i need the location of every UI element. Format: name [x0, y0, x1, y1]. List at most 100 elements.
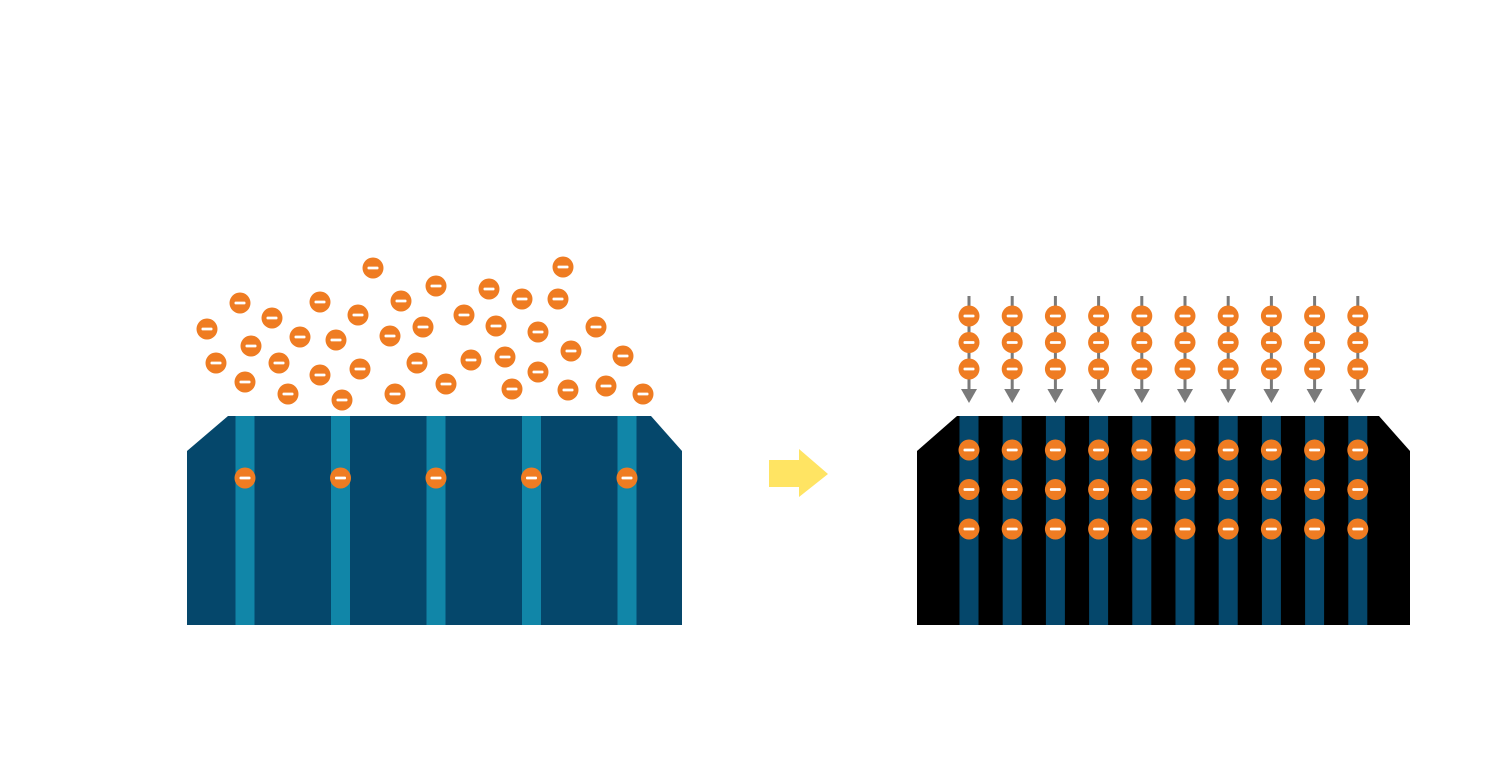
- incoming-ion-icon: [1088, 305, 1110, 327]
- channel-ion-icon: [1304, 479, 1326, 500]
- free-ion-icon: [585, 316, 607, 338]
- free-ion-icon: [309, 291, 331, 313]
- incoming-ion-icon: [1174, 332, 1196, 353]
- channel-ion-icon: [521, 467, 542, 489]
- channel-ion-icon: [1088, 518, 1110, 540]
- free-ion-icon: [412, 316, 434, 338]
- ion-flow: [1347, 296, 1369, 403]
- free-ion-icon: [557, 379, 579, 401]
- free-ion-icon: [205, 352, 227, 374]
- incoming-ion-icon: [1131, 358, 1153, 380]
- free-ion-icon: [347, 304, 369, 326]
- free-ion-icon: [453, 304, 475, 326]
- channel-ion-icon: [1347, 439, 1369, 461]
- ion-flow: [1174, 296, 1196, 403]
- channel-ion-icon: [1217, 518, 1239, 540]
- incoming-ion-icon: [1131, 332, 1153, 353]
- ion-flow: [1304, 296, 1326, 403]
- incoming-ion-icon: [1001, 305, 1023, 327]
- transition: [769, 449, 828, 497]
- incoming-ion-icon: [1217, 305, 1239, 327]
- left-channel: [425, 416, 447, 625]
- free-ion-icon: [384, 383, 406, 405]
- incoming-ion-flows: [958, 296, 1369, 403]
- channel-ion-icon: [1131, 518, 1153, 540]
- channel-ion-icon: [958, 518, 980, 540]
- free-ion-icon: [196, 318, 218, 340]
- incoming-ion-icon: [958, 305, 980, 327]
- incoming-ion-icon: [1304, 332, 1326, 353]
- incoming-ion-icon: [1001, 358, 1023, 380]
- incoming-ion-icon: [1044, 332, 1066, 353]
- free-ion-icon: [390, 290, 412, 312]
- right-channel: [1044, 416, 1066, 625]
- free-ion-icon: [560, 340, 582, 362]
- incoming-ion-icon: [958, 358, 980, 380]
- channel-ion-icon: [1044, 439, 1066, 461]
- channel-ion-icon: [1131, 439, 1153, 461]
- free-ion-icon: [349, 358, 371, 380]
- incoming-ion-icon: [1260, 358, 1282, 380]
- channel-ion-icon: [1260, 479, 1282, 500]
- incoming-ion-icon: [1044, 358, 1066, 380]
- free-ion-icon: [234, 371, 256, 393]
- channel-ion-icon: [1088, 439, 1110, 461]
- free-ion-icon: [240, 335, 262, 357]
- channel-ion-icon: [1174, 479, 1196, 500]
- free-ion-icon: [425, 275, 447, 297]
- free-ion-icon: [362, 257, 384, 279]
- channel-ion-icon: [1174, 439, 1196, 461]
- right-channel: [1217, 416, 1239, 625]
- free-ion-icon: [595, 375, 617, 397]
- incoming-ion-icon: [1304, 358, 1326, 380]
- ion-flow: [1088, 296, 1110, 403]
- free-ion-icon: [552, 256, 574, 278]
- free-ion-icon: [261, 307, 283, 329]
- incoming-ion-icon: [1260, 305, 1282, 327]
- incoming-ion-icon: [1347, 332, 1369, 353]
- free-ion-icon: [527, 361, 549, 383]
- free-ion-icon: [277, 383, 299, 405]
- free-ion-icon: [632, 383, 654, 405]
- channel-ion-icon: [1044, 479, 1066, 500]
- free-ion-icon: [612, 345, 634, 367]
- ion-flow: [1001, 296, 1023, 403]
- channel-ion-icon: [1260, 518, 1282, 540]
- channel-ion-icon: [1217, 439, 1239, 461]
- free-ion-icon: [527, 321, 549, 343]
- free-ion-icon: [379, 325, 401, 347]
- right-channels: [958, 416, 1369, 625]
- channel-ion-icon: [1347, 518, 1369, 540]
- free-ion-icon: [478, 278, 500, 300]
- channel-ion-icon: [425, 467, 447, 489]
- free-ion-icon: [331, 389, 353, 411]
- free-ion-cloud: [196, 256, 654, 411]
- incoming-ion-icon: [1304, 305, 1326, 327]
- right-channel: [1347, 416, 1369, 625]
- channel-ion-icon: [234, 467, 256, 489]
- left-channel: [521, 416, 542, 625]
- right-channel: [958, 416, 980, 625]
- right-channel: [1260, 416, 1282, 625]
- channel-ion-icon: [958, 479, 980, 500]
- free-ion-icon: [289, 326, 311, 348]
- right-membrane-body: [917, 416, 1410, 625]
- channel-ion-icon: [1304, 518, 1326, 540]
- channel-ion-icon: [1044, 518, 1066, 540]
- free-ion-icon: [485, 315, 507, 337]
- left-channels: [234, 416, 638, 625]
- ion-flow: [1217, 296, 1239, 403]
- free-ion-icon: [460, 349, 482, 371]
- free-ion-icon: [511, 288, 533, 310]
- channel-ion-icon: [1217, 479, 1239, 500]
- channel-ion-icon: [1001, 439, 1023, 461]
- right-channel: [1174, 416, 1196, 625]
- left-channel: [234, 416, 256, 625]
- channel-ion-icon: [1088, 479, 1110, 500]
- free-ion-icon: [406, 352, 428, 374]
- channel-ion-icon: [1001, 479, 1023, 500]
- incoming-ion-icon: [1347, 358, 1369, 380]
- incoming-ion-icon: [1044, 305, 1066, 327]
- ion-flow: [958, 296, 980, 403]
